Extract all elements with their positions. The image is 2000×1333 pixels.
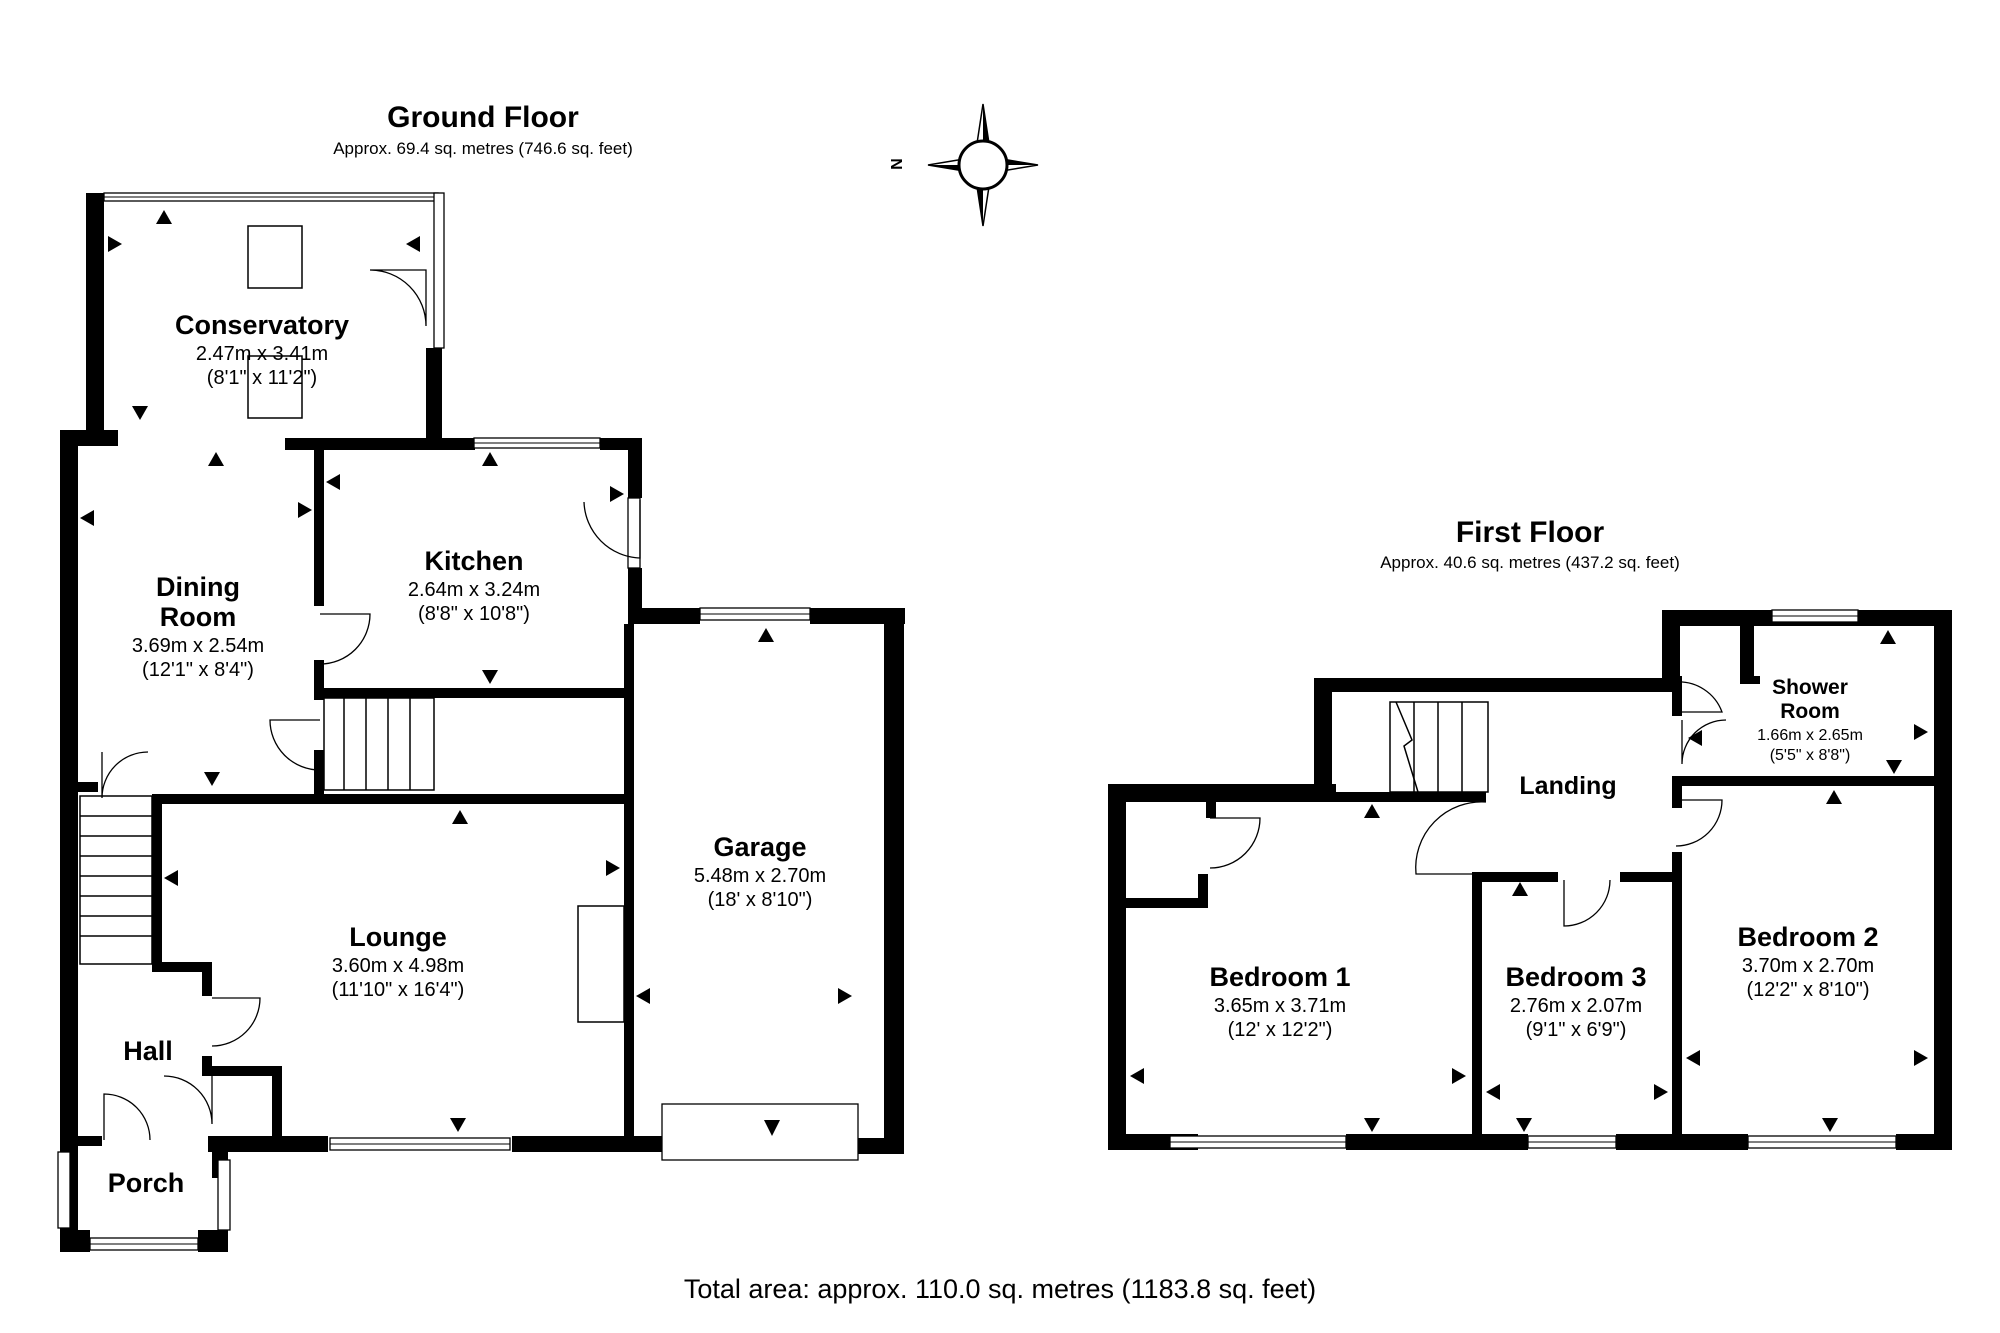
first-floor-arrows	[1130, 630, 1928, 1132]
shower-room-metric: 1.66m x 2.65m	[1757, 727, 1863, 744]
bedroom-1-metric: 3.65m x 3.71m	[1214, 995, 1346, 1017]
dining-room-metric: 3.69m x 2.54m	[132, 635, 264, 657]
lounge-imperial: (11'10" x 16'4")	[332, 979, 465, 1001]
ground-floor-walls	[60, 193, 905, 1252]
porch-label: Porch	[108, 1168, 185, 1198]
ground-floor-title: Ground Floor	[387, 101, 579, 134]
bedroom-3-imperial: (9'1" x 6'9")	[1526, 1019, 1627, 1041]
ground-floor-doors	[101, 269, 641, 1141]
first-floor-walls	[1108, 610, 1952, 1150]
dining-room-imperial: (12'1" x 8'4")	[142, 659, 254, 681]
garage-metric: 5.48m x 2.70m	[694, 865, 826, 887]
bedroom-3-metric: 2.76m x 2.07m	[1510, 995, 1642, 1017]
total-area: Total area: approx. 110.0 sq. metres (11…	[684, 1274, 1316, 1304]
dining-room-label-line2: Room	[160, 602, 237, 632]
first-floor-area: Approx. 40.6 sq. metres (437.2 sq. feet)	[1380, 553, 1680, 572]
first-floor-title: First Floor	[1456, 516, 1605, 549]
garage-label: Garage	[713, 832, 806, 862]
ground-floor-arrows	[80, 210, 852, 1136]
conservatory-imperial: (8'1" x 11'2")	[207, 367, 317, 389]
compass-rose-icon	[927, 103, 1039, 227]
conservatory-metric: 2.47m x 3.41m	[196, 343, 328, 365]
ground-floor-area: Approx. 69.4 sq. metres (746.6 sq. feet)	[333, 139, 633, 158]
bedroom-2-metric: 3.70m x 2.70m	[1742, 955, 1874, 977]
shower-room-imperial: (5'5" x 8'8")	[1770, 747, 1851, 764]
garage-imperial: (18' x 8'10")	[708, 889, 813, 911]
first-floor-stairs	[1389, 701, 1489, 793]
bedroom-1-imperial: (12' x 12'2")	[1228, 1019, 1333, 1041]
kitchen-imperial: (8'8" x 10'8")	[418, 603, 530, 625]
first-floor-doors	[1209, 681, 1727, 927]
first-floor-windows	[1169, 609, 1897, 1149]
kitchen-label: Kitchen	[424, 546, 523, 576]
conservatory-label: Conservatory	[175, 310, 349, 340]
bedroom-2-imperial: (12'2" x 8'10")	[1746, 979, 1869, 1001]
ground-floor-stairs	[79, 225, 625, 1023]
bedroom-1-label: Bedroom 1	[1209, 962, 1350, 992]
lounge-metric: 3.60m x 4.98m	[332, 955, 464, 977]
compass-north-label: N	[887, 158, 904, 170]
ground-floor-windows	[57, 192, 859, 1251]
kitchen-metric: 2.64m x 3.24m	[408, 579, 540, 601]
landing-label: Landing	[1519, 772, 1616, 800]
dining-room-label-line1: Dining	[156, 572, 240, 602]
bedroom-2-label: Bedroom 2	[1737, 922, 1878, 952]
bedroom-3-label: Bedroom 3	[1505, 962, 1646, 992]
lounge-label: Lounge	[349, 922, 446, 952]
hall-label: Hall	[123, 1036, 173, 1066]
shower-room-label-line1: Shower	[1772, 676, 1848, 699]
shower-room-label-line2: Room	[1780, 700, 1840, 723]
